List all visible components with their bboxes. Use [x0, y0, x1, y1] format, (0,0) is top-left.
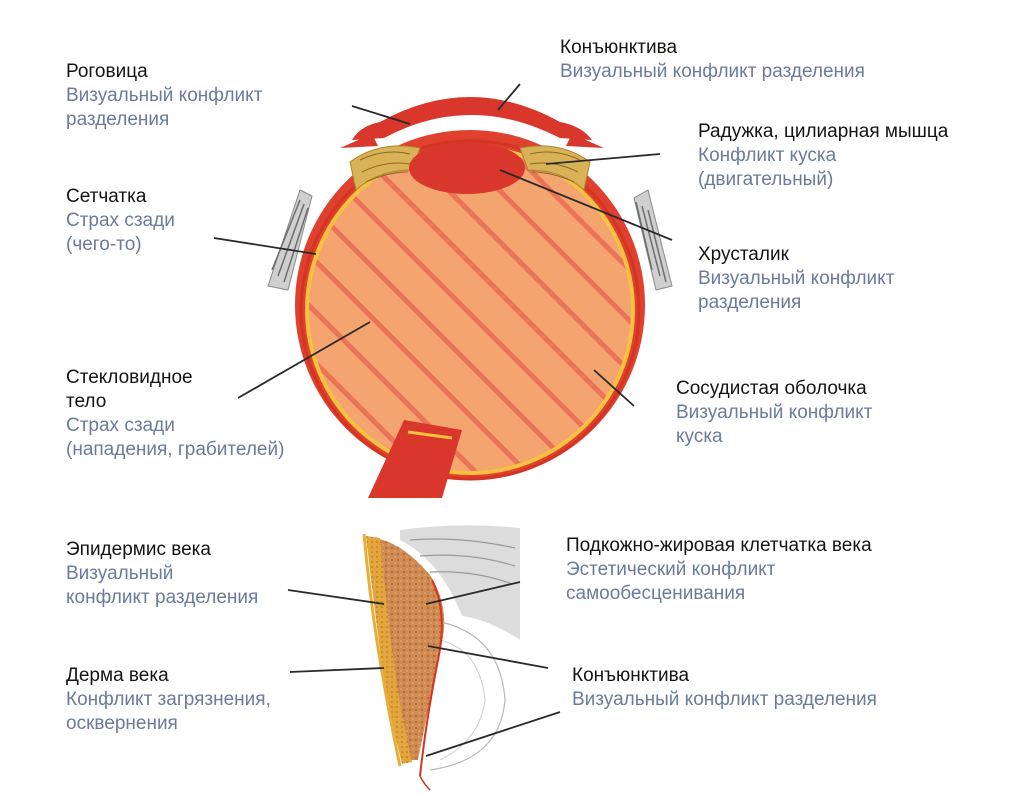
label-eyelid-dermis-title: Дерма века	[66, 665, 169, 686]
label-eyelid-subcutaneous-desc-1: Эстетический конфликт	[566, 559, 776, 580]
label-eyelid-dermis-desc-1: Конфликт загрязнения,	[66, 689, 271, 710]
label-choroid-title: Сосудистая оболочка	[676, 378, 867, 399]
label-iris-desc-1: Конфликт куска	[698, 145, 837, 166]
label-eyelid-dermis: Дерма века Конфликт загрязнения, оскверн…	[66, 664, 271, 736]
leader-vitreous	[237, 321, 371, 399]
label-eyelid-subcutaneous-desc-2: самообесценивания	[566, 583, 746, 604]
label-vitreous: Стекловидное тело Страх сзади (нападения…	[66, 366, 284, 462]
label-cornea-desc-2: разделения	[66, 109, 170, 130]
leader-cornea	[351, 105, 411, 125]
label-cornea: Роговица Визуальный конфликт разделения	[66, 60, 262, 132]
leader-conjunctiva-bottom-1	[427, 645, 549, 669]
label-iris-title: Радужка, цилиарная мышца	[698, 121, 949, 142]
label-lens-desc-1: Визуальный конфликт	[698, 268, 895, 289]
label-vitreous-title-1: Стекловидное	[66, 367, 193, 388]
label-iris: Радужка, цилиарная мышца Конфликт куска …	[698, 120, 948, 192]
vitreous-body	[307, 147, 633, 473]
leader-eyelid-epidermis	[287, 589, 385, 605]
lens	[409, 142, 525, 194]
label-retina-desc-2: (чего-то)	[66, 234, 142, 255]
leader-conjunctiva-bottom-2	[425, 711, 561, 757]
label-retina-title: Сетчатка	[66, 186, 147, 207]
label-eyelid-dermis-desc-2: осквернения	[66, 713, 178, 734]
right-muscle-lines	[635, 201, 667, 283]
label-eyelid-epidermis-title: Эпидермис века	[66, 539, 211, 560]
label-cornea-title: Роговица	[66, 61, 148, 82]
label-vitreous-desc-1: Страх сзади	[66, 415, 175, 436]
label-lens-title: Хрусталик	[698, 244, 789, 265]
label-retina: Сетчатка Страх сзади (чего-то)	[66, 185, 175, 257]
label-vitreous-title-2: тело	[66, 391, 107, 412]
label-eyelid-epidermis-desc-1: Визуальный	[66, 563, 174, 584]
eyeball	[267, 97, 673, 498]
eyelid-section	[362, 525, 520, 791]
label-conjunctiva-bottom-title: Конъюнктива	[572, 665, 690, 686]
label-eyelid-epidermis: Эпидермис века Визуальный конфликт разде…	[66, 538, 258, 610]
label-lens: Хрусталик Визуальный конфликт разделения	[698, 243, 894, 315]
leader-eyelid-subcutaneous	[425, 581, 521, 605]
choroid-layer	[299, 139, 641, 481]
leader-choroid	[593, 369, 635, 407]
leader-eyelid-dermis	[289, 667, 385, 673]
leader-iris	[545, 153, 661, 165]
label-conjunctiva-top: Конъюнктива Визуальный конфликт разделен…	[560, 36, 865, 84]
label-lens-desc-2: разделения	[698, 292, 802, 313]
label-vitreous-desc-2: (нападения, грабителей)	[66, 439, 285, 460]
label-iris-desc-2: (двигательный)	[698, 169, 834, 190]
label-conjunctiva-top-title: Конъюнктива	[560, 37, 678, 58]
label-conjunctiva-bottom: Конъюнктива Визуальный конфликт разделен…	[572, 664, 877, 712]
label-eyelid-subcutaneous: Подкожно-жировая клетчатка века Эстетиче…	[566, 534, 872, 606]
cornea	[352, 97, 592, 140]
label-choroid-desc-1: Визуальный конфликт	[676, 402, 873, 423]
leader-lens	[499, 169, 673, 241]
label-eyelid-epidermis-desc-2: конфликт разделения	[66, 587, 259, 608]
label-choroid-desc-2: куска	[676, 426, 723, 447]
label-eyelid-subcutaneous-title: Подкожно-жировая клетчатка века	[566, 535, 872, 556]
left-muscle-lines	[271, 199, 309, 283]
leader-retina	[213, 237, 317, 255]
eyelid-grey-tissue	[400, 525, 520, 640]
eyelid-dermis	[366, 536, 412, 764]
label-conjunctiva-top-desc: Визуальный конфликт разделения	[560, 61, 865, 82]
label-choroid: Сосудистая оболочка Визуальный конфликт …	[676, 377, 872, 449]
eyelid-eyeball-outline	[429, 619, 506, 771]
label-retina-desc-1: Страх сзади	[66, 210, 175, 231]
eyelid-subcutaneous-fat	[372, 538, 445, 760]
optic-nerve	[368, 420, 462, 498]
leader-lines	[213, 83, 673, 757]
eyelid-epidermis	[362, 533, 402, 767]
label-conjunctiva-bottom-desc: Визуальный конфликт разделения	[572, 689, 877, 710]
eyelid-conjunctiva	[419, 579, 443, 777]
label-cornea-desc-1: Визуальный конфликт	[66, 85, 263, 106]
leader-conjunctiva-top	[497, 83, 521, 111]
